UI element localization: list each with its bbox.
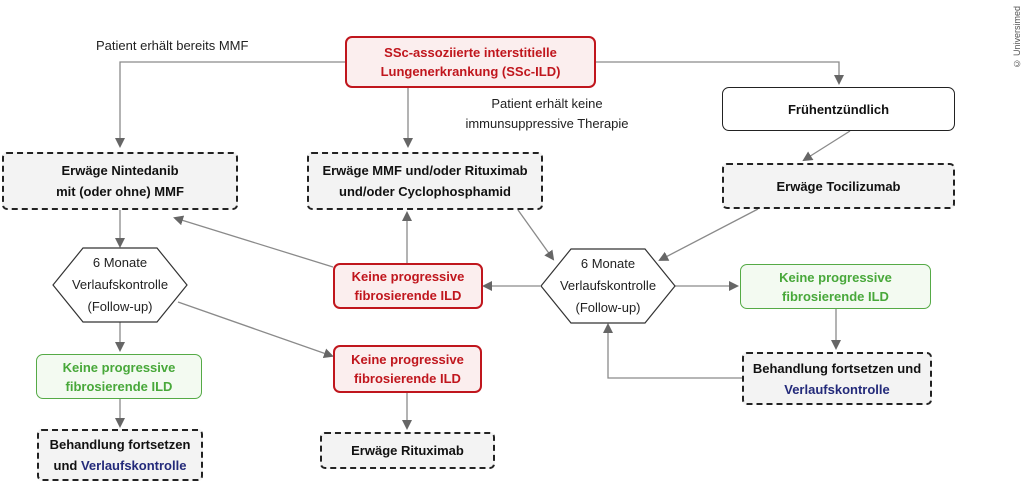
arrow-followup-to-red-low <box>177 301 334 359</box>
node-continue-left: Behandlung fortsetzen und Verlaufskontro… <box>37 429 203 481</box>
node-text: Frühentzündlich <box>787 101 890 117</box>
node-text: Lungenerkrankung (SSc-ILD) <box>380 64 561 79</box>
node-tocilizumab: Erwäge Tocilizumab <box>722 163 955 209</box>
arrow-root-to-early <box>596 61 844 85</box>
arrow-toci-to-followup-right <box>658 208 759 261</box>
arrow-early-to-toci <box>802 130 851 162</box>
node-text: fibrosierende ILD <box>782 288 889 304</box>
followup-right-hexagon <box>540 248 676 324</box>
node-no-progressive-red-low: Keine progressive fibrosierende ILD <box>333 345 482 393</box>
node-text: Keine progressive <box>351 352 464 367</box>
node-text: Erwäge Nintedanib <box>61 163 179 178</box>
arrow-continue-right-to-followup <box>603 323 742 379</box>
node-text: Erwäge MMF und/oder Rituximab <box>322 163 528 178</box>
arrow-red-mid-to-nintedanib <box>173 215 334 268</box>
node-text: Erwäge Rituximab <box>351 443 464 458</box>
node-text: Keine progressive <box>351 269 465 284</box>
node-no-progressive-green-left: Keine progressive fibrosierende ILD <box>36 354 202 399</box>
node-text: Erwäge Tocilizumab <box>776 178 901 194</box>
node-text-prefix: und <box>53 458 81 473</box>
node-text: fibrosierende ILD <box>354 371 461 386</box>
followup-left-hexagon <box>52 247 188 323</box>
arrow-root-to-nintedanib <box>115 61 345 148</box>
node-text: Keine progressive <box>779 269 892 285</box>
followup-right-text: 6 Monate Verlaufskontrolle (Follow-up) <box>541 253 675 319</box>
node-text: 6 Monate <box>92 255 148 270</box>
arrow-mmf-to-followup-right <box>517 209 555 261</box>
node-text: (Follow-up) <box>575 300 641 315</box>
node-text: fibrosierende ILD <box>354 288 462 303</box>
label-line: immunsuppressive Therapie <box>465 116 629 131</box>
node-nintedanib: Erwäge Nintedanib mit (oder ohne) MMF <box>2 152 238 210</box>
followup-left-text: 6 Monate Verlaufskontrolle (Follow-up) <box>53 252 187 318</box>
node-early-inflammatory: Frühentzündlich <box>722 87 955 131</box>
label-no-immunosuppression: Patient erhält keine immunsuppressive Th… <box>462 94 632 134</box>
node-text: Verlaufskontrolle <box>71 277 169 292</box>
label-line: Patient erhält keine <box>491 96 603 111</box>
node-text: und Verlaufskontrolle <box>54 455 187 476</box>
node-text: mit (oder ohne) MMF <box>56 184 184 199</box>
highlight-verlaufskontrolle: Verlaufskontrolle <box>80 458 187 473</box>
node-text: SSc-assoziierte interstitielle <box>384 45 557 60</box>
node-text: und/oder Cyclophosphamid <box>339 184 511 199</box>
node-text: (Follow-up) <box>87 299 153 314</box>
node-text: fibrosierende ILD <box>65 378 173 394</box>
label-mmf-already: Patient erhält bereits MMF <box>96 38 249 53</box>
node-no-progressive-red-mid: Keine progressive fibrosierende ILD <box>333 263 483 309</box>
node-text: Behandlung fortsetzen <box>49 437 191 452</box>
node-text: Behandlung fortsetzen und <box>752 360 922 376</box>
highlight-verlaufskontrolle: Verlaufskontrolle <box>784 381 890 397</box>
node-rituximab: Erwäge Rituximab <box>320 432 495 469</box>
node-continue-right: Behandlung fortsetzen und Verlaufskontro… <box>742 352 932 405</box>
node-text: Keine progressive <box>62 359 176 375</box>
root-node-ssc-ild: SSc-assoziierte interstitielle Lungenerk… <box>345 36 596 88</box>
node-text: 6 Monate <box>580 256 636 271</box>
copyright-notice: © Universimed <box>1012 6 1022 69</box>
node-mmf-rituximab-cyclophosphamid: Erwäge MMF und/oder Rituximab und/oder C… <box>307 152 543 210</box>
node-no-progressive-green-right: Keine progressive fibrosierende ILD <box>740 264 931 309</box>
node-text: Verlaufskontrolle <box>559 278 657 293</box>
